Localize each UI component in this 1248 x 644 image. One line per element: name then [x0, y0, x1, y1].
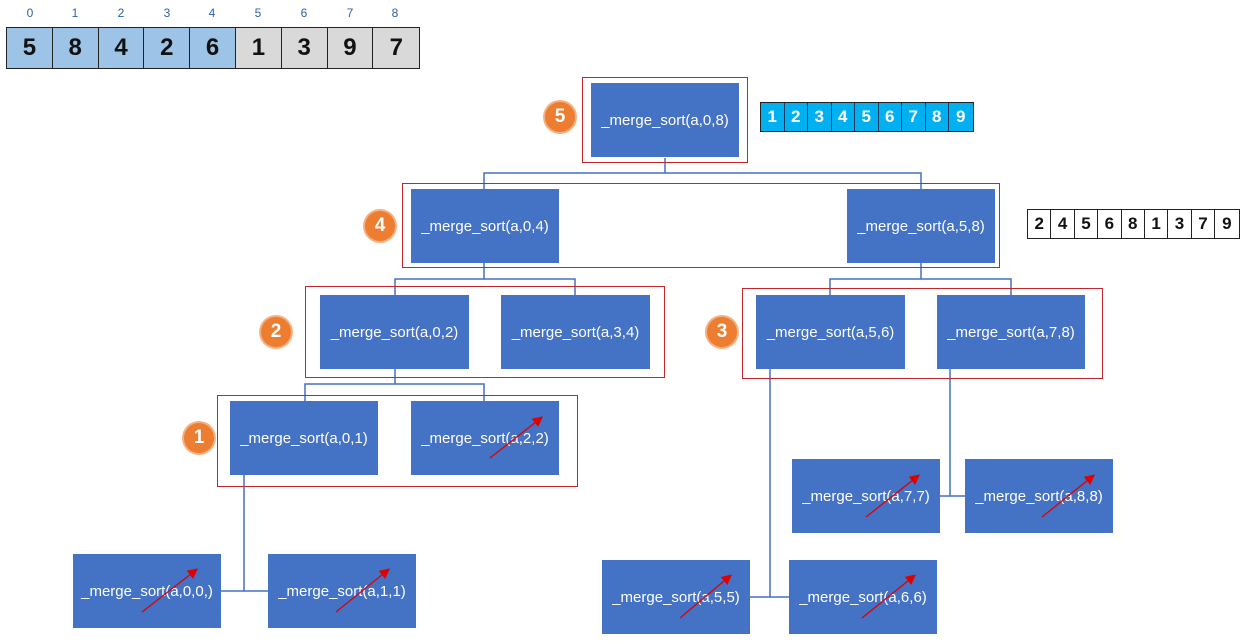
result-cell: 7: [1191, 210, 1216, 238]
array-cell: 2: [144, 28, 191, 68]
result-cell: 1: [1144, 210, 1169, 238]
input-array: 5 8 4 2 6 1 3 9 7: [6, 27, 421, 69]
array-index-6: 6: [300, 6, 308, 20]
array-index-7: 7: [346, 6, 354, 20]
array-cell: 6: [190, 28, 236, 68]
merge-sort-node-1-1: _merge_sort(a,1,1): [268, 554, 416, 628]
array-index-0: 0: [26, 6, 34, 20]
group-frame-step-3: [742, 288, 1103, 379]
result-cell: 9: [949, 103, 973, 131]
array-index-8: 8: [391, 6, 399, 20]
step-badge-2: 2: [261, 317, 291, 347]
step-badge-4: 4: [365, 211, 395, 241]
array-cell: 4: [98, 28, 145, 68]
array-index-3: 3: [163, 6, 171, 20]
merge-sort-node-7-7: _merge_sort(a,7,7): [792, 459, 940, 533]
base-case-arrow: [141, 568, 199, 613]
merge-sort-node-0-2: _merge_sort(a,0,2): [320, 295, 469, 369]
result-cell: 4: [831, 103, 855, 131]
merge-sort-node-7-8: _merge_sort(a,7,8): [937, 295, 1085, 369]
partial-result-array: 2 4 5 6 8 1 3 7 9: [1027, 209, 1240, 239]
result-cell: 7: [902, 103, 926, 131]
merge-sort-node-5-5: _merge_sort(a,5,5): [602, 560, 750, 634]
step-badge-3: 3: [707, 317, 737, 347]
result-cell: 1: [761, 103, 785, 131]
result-cell: 5: [855, 103, 879, 131]
group-frame-step-2: [305, 286, 665, 378]
merge-sort-node-3-4: _merge_sort(a,3,4): [501, 295, 650, 369]
step-badge-5: 5: [545, 102, 575, 132]
merge-sort-node-0-1: _merge_sort(a,0,1): [230, 401, 378, 475]
group-frame-step-1: [217, 395, 578, 487]
base-case-arrow: [335, 568, 391, 613]
group-frame-step-5: [582, 77, 748, 163]
array-cell: 9: [327, 28, 374, 68]
array-cell: 1: [235, 28, 282, 68]
result-cell: 2: [1028, 210, 1052, 238]
array-index-1: 1: [71, 6, 79, 20]
array-cell: 3: [281, 28, 328, 68]
result-cell: 8: [1121, 210, 1145, 238]
array-index-2: 2: [117, 6, 125, 20]
result-cell: 9: [1215, 210, 1239, 238]
base-case-arrow: [1041, 474, 1096, 518]
result-cell: 4: [1051, 210, 1075, 238]
sorted-result-array: 1 2 3 4 5 6 7 8 9: [760, 102, 974, 132]
base-case-arrow: [679, 574, 732, 619]
merge-sort-node-0-0: _merge_sort(a,0,0,): [73, 554, 221, 628]
result-cell: 2: [784, 103, 808, 131]
merge-sort-node-5-8: _merge_sort(a,5,8): [847, 189, 995, 263]
result-cell: 3: [808, 103, 832, 131]
merge-sort-node-8-8: _merge_sort(a,8,8): [965, 459, 1113, 533]
merge-sort-node-2-2: _merge_sort(a,2,2): [411, 401, 559, 475]
result-cell: 6: [878, 103, 902, 131]
result-cell: 5: [1074, 210, 1099, 238]
result-cell: 6: [1098, 210, 1122, 238]
base-case-arrow: [865, 474, 921, 518]
array-cell: 8: [52, 28, 99, 68]
step-badge-1: 1: [184, 423, 214, 453]
merge-sort-node-0-8: _merge_sort(a,0,8): [591, 83, 739, 157]
group-frame-step-4: [402, 183, 1000, 268]
array-cell: 5: [7, 28, 53, 68]
array-cell: 7: [373, 28, 420, 68]
array-index-5: 5: [254, 6, 262, 20]
base-case-arrow: [489, 416, 544, 459]
merge-sort-node-6-6: _merge_sort(a,6,6): [789, 560, 937, 634]
base-case-arrow: [861, 574, 917, 619]
merge-sort-node-5-6: _merge_sort(a,5,6): [756, 295, 905, 369]
array-index-4: 4: [208, 6, 216, 20]
merge-sort-node-0-4: _merge_sort(a,0,4): [411, 189, 559, 263]
result-cell: 3: [1168, 210, 1192, 238]
result-cell: 8: [925, 103, 949, 131]
